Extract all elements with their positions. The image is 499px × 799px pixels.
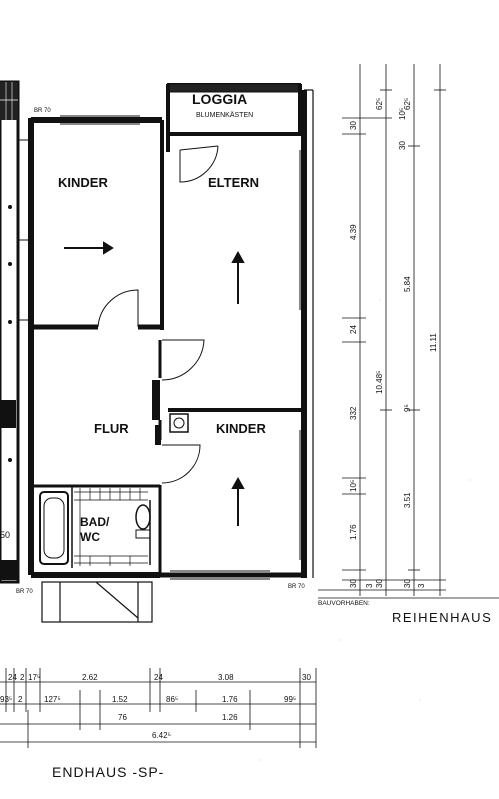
title-project-name: REIHENHAUS: [392, 610, 492, 625]
vdim-col3-5: 3: [417, 583, 426, 588]
neighbor-strip: [0, 80, 30, 584]
hdim-row2-0: 93⁵: [0, 695, 12, 704]
door-mark-3: BR 70: [16, 589, 33, 595]
vertical-dim-labels: 30 4.39 24 332 10⁵ 1.76 30 62⁵ 10.48⁵ 30…: [349, 98, 438, 588]
hdim-row2-3: 1.52: [112, 695, 128, 704]
hdim-row2-4: 86⁵: [166, 695, 178, 704]
vertical-dimensions: [318, 64, 499, 599]
plan-caption: ENDHAUS -SP-: [52, 764, 165, 780]
title-project-label: BAUVORHABEN:: [318, 600, 370, 607]
hdim-total: 6.42⁵: [152, 731, 171, 740]
hdim-row1-6: 30: [302, 673, 311, 682]
label-eltern: ELTERN: [208, 175, 259, 190]
hdim-row1-5: 3.08: [218, 673, 234, 682]
vdim-col3-1: 5.84: [403, 276, 412, 292]
vdim-col3-3: 3.51: [403, 492, 412, 508]
vdim-col4-2: 11.11: [429, 333, 438, 352]
vdim-col3-0: 62⁵: [403, 98, 412, 110]
vdim-col2-2: 30: [375, 579, 384, 588]
label-loggia: LOGGIA: [192, 91, 247, 107]
vdim-col1-1: 4.39: [349, 224, 358, 240]
label-wc: WC: [80, 530, 100, 544]
vdim-col2-3: 3: [365, 583, 374, 588]
vdim-col4-1: 30: [398, 141, 407, 150]
label-kinder-top: KINDER: [58, 175, 108, 190]
label-left-50: 50: [0, 530, 10, 540]
vdim-col1-2: 24: [349, 325, 358, 334]
hdim-row2-2: 127⁵: [44, 695, 61, 704]
entrance-stair: [41, 581, 153, 623]
hdim-row1-1: 2: [20, 673, 25, 682]
tile-hatch: [74, 488, 148, 566]
title-block: BAUVORHABEN: REIHENHAUS: [318, 600, 492, 625]
hdim-row2-sub-1: 1.26: [222, 713, 238, 722]
vdim-col2-1: 10.48⁵: [375, 371, 384, 394]
hdim-row2-6: 99⁵: [284, 695, 296, 704]
label-loggia-sub: BLUMENKÄSTEN: [196, 111, 253, 119]
hdim-row2-5: 1.76: [222, 695, 238, 704]
label-flur: FLUR: [94, 421, 129, 436]
horizontal-dim-labels: 24 2 17⁵ 2.62 24 3.08 30 93⁵ 2 127⁵ 1.52…: [0, 673, 311, 740]
vdim-col4-0: 10⁵: [398, 108, 407, 120]
door-swings: [97, 145, 219, 484]
hdim-row1-2: 17⁵: [28, 673, 40, 682]
vdim-col1-0: 30: [349, 121, 358, 130]
outer-walls: [28, 83, 314, 580]
vdim-col2-0: 62⁵: [375, 98, 384, 110]
vdim-col3-4: 30: [403, 579, 412, 588]
door-mark-1: BR 70: [34, 108, 51, 114]
label-kinder-bottom: KINDER: [216, 421, 266, 436]
vdim-col1-5: 1.76: [349, 524, 358, 540]
door-mark-2: BR 70: [288, 584, 305, 590]
interior-walls: [31, 120, 304, 575]
hdim-row1-4: 24: [154, 673, 163, 682]
paper-speckle: [119, 299, 471, 761]
room-labels: LOGGIA BLUMENKÄSTEN KINDER ELTERN FLUR K…: [0, 91, 305, 595]
hdim-row2-sub-0: 76: [118, 713, 127, 722]
horizontal-dimensions: [0, 668, 317, 748]
vdim-col1-4: 10⁵: [349, 480, 358, 492]
vdim-col3-2: 9⁵: [403, 404, 412, 412]
label-bad: BAD/: [80, 515, 110, 529]
hdim-row1-0: 24: [8, 673, 17, 682]
hdim-row2-1: 2: [18, 695, 23, 704]
vdim-col1-6: 30: [349, 579, 358, 588]
hdim-row1-3: 2.62: [82, 673, 98, 682]
vdim-col1-3: 332: [349, 406, 358, 420]
direction-arrows: [64, 241, 245, 526]
bath-fixtures: [39, 488, 151, 566]
